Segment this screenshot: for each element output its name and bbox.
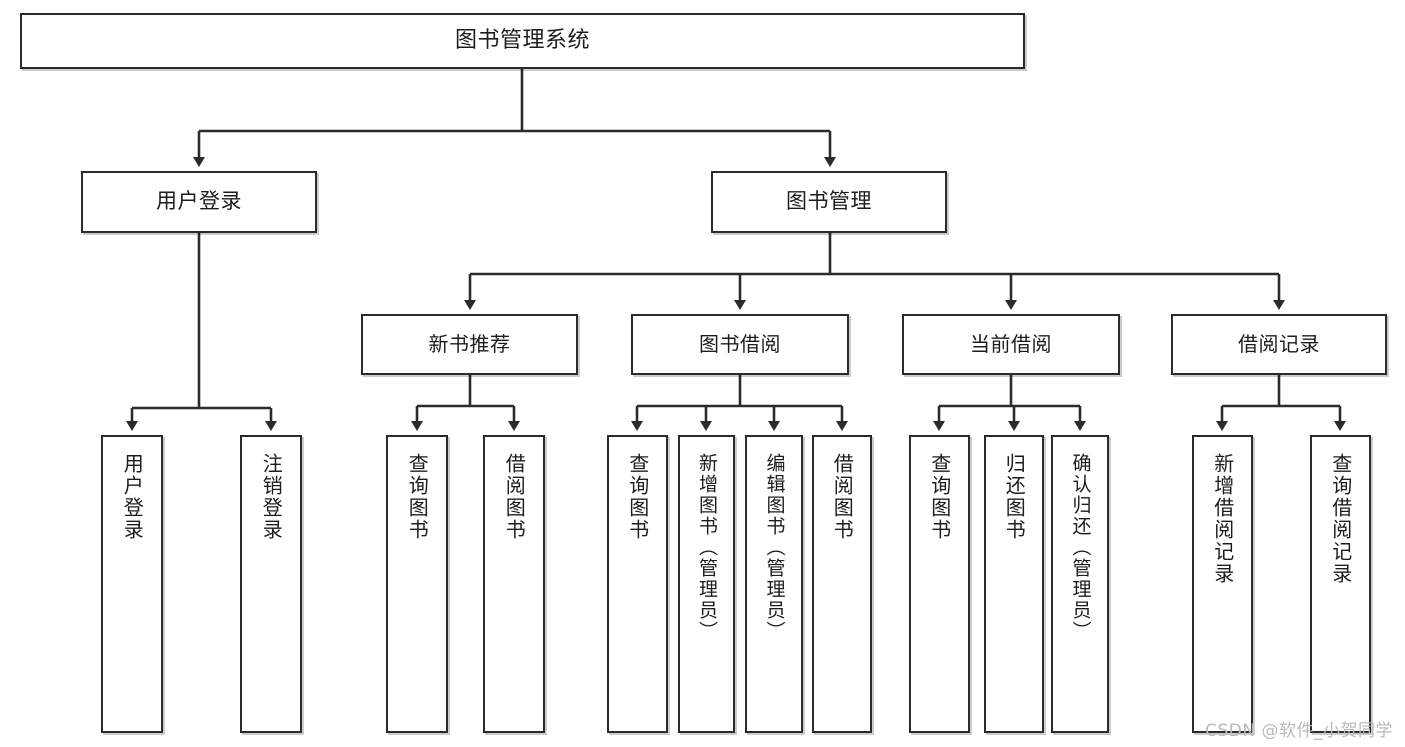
node-root[interactable]: 图书管理系统 — [20, 13, 1025, 69]
node-book-manage[interactable]: 图书管理 — [711, 171, 947, 233]
node-new-book-rec[interactable]: 新书推荐 — [361, 314, 578, 375]
node-leaf-return-book[interactable]: 归还图书 — [984, 435, 1044, 733]
node-leaf-query-book-3[interactable]: 查询图书 — [909, 435, 970, 733]
node-borrow-record[interactable]: 借阅记录 — [1171, 314, 1387, 375]
node-leaf-edit-book-label: 编辑图书（管理员） — [763, 453, 786, 642]
node-leaf-query-record-label: 查询借阅记录 — [1328, 453, 1353, 585]
node-leaf-borrow-book-2-label: 借阅图书 — [830, 453, 855, 541]
node-current-borrow[interactable]: 当前借阅 — [902, 314, 1120, 375]
node-leaf-user-login-label: 用户登录 — [120, 453, 145, 541]
node-leaf-query-book-2[interactable]: 查询图书 — [607, 435, 668, 733]
node-leaf-borrow-book-2[interactable]: 借阅图书 — [812, 435, 872, 733]
node-leaf-logout[interactable]: 注销登录 — [240, 435, 302, 733]
node-leaf-logout-label: 注销登录 — [259, 453, 284, 541]
node-user-login[interactable]: 用户登录 — [81, 171, 317, 233]
node-leaf-edit-book[interactable]: 编辑图书（管理员） — [745, 435, 803, 733]
node-leaf-borrow-book-1[interactable]: 借阅图书 — [483, 435, 545, 733]
node-book-borrow[interactable]: 图书借阅 — [631, 314, 849, 375]
node-borrow-record-label: 借阅记录 — [1238, 332, 1320, 357]
node-book-borrow-label: 图书借阅 — [699, 332, 781, 357]
node-user-login-label: 用户登录 — [156, 189, 242, 214]
node-leaf-add-record-label: 新增借阅记录 — [1210, 453, 1235, 585]
node-leaf-confirm-return-label: 确认归还（管理员） — [1069, 453, 1092, 642]
node-leaf-query-book-1[interactable]: 查询图书 — [386, 435, 448, 733]
node-root-label: 图书管理系统 — [454, 27, 590, 53]
node-new-book-rec-label: 新书推荐 — [428, 332, 511, 357]
watermark-text: CSDN @软件_小贺同学 — [1205, 721, 1393, 741]
node-leaf-user-login[interactable]: 用户登录 — [101, 435, 163, 733]
node-leaf-confirm-return[interactable]: 确认归还（管理员） — [1051, 435, 1109, 733]
node-leaf-query-book-3-label: 查询图书 — [927, 453, 952, 541]
node-leaf-add-book-label: 新增图书（管理员） — [695, 453, 718, 642]
node-leaf-return-book-label: 归还图书 — [1002, 453, 1027, 541]
node-leaf-add-record[interactable]: 新增借阅记录 — [1192, 435, 1253, 733]
node-leaf-query-book-2-label: 查询图书 — [625, 453, 650, 541]
node-current-borrow-label: 当前借阅 — [970, 332, 1052, 357]
node-leaf-add-book[interactable]: 新增图书（管理员） — [678, 435, 735, 733]
node-book-manage-label: 图书管理 — [786, 189, 872, 214]
node-leaf-borrow-book-1-label: 借阅图书 — [502, 453, 527, 541]
node-leaf-query-record[interactable]: 查询借阅记录 — [1310, 435, 1371, 733]
node-leaf-query-book-1-label: 查询图书 — [405, 453, 430, 541]
